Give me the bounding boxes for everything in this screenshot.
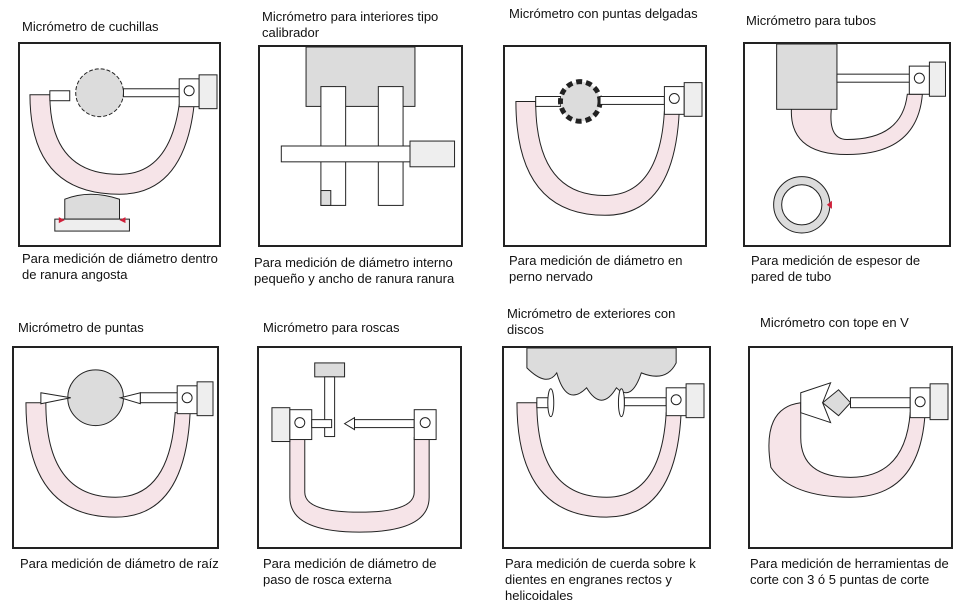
panel-8-drawing: [748, 346, 953, 549]
panel-title: Micrómetro para interiores tipo calibrad…: [262, 9, 439, 40]
thin-point-micrometer-illustration: [515, 79, 703, 216]
point-micrometer-illustration: [25, 369, 214, 518]
panel-2-drawing: [258, 45, 463, 247]
disc-micrometer-illustration: [516, 348, 705, 518]
blade-micrometer-illustration: [29, 68, 218, 232]
panel-caption: Para medición de diámetro interno pequeñ…: [254, 255, 455, 286]
panel-7-drawing: [502, 346, 711, 549]
panel-title: Micrómetro para roscas: [263, 320, 400, 335]
panel-3-drawing: [503, 45, 707, 247]
panel-caption: Para medición de cuerda sobre k dientes …: [505, 556, 696, 603]
panel-caption: Para medición de diámetro dentro de ranu…: [22, 251, 218, 282]
panel-caption: Para medición de diámetro en perno nerva…: [509, 253, 683, 284]
panel-caption: Para medición de diámetro de paso de ros…: [263, 556, 437, 587]
panel-title: Micrómetro para tubos: [746, 13, 877, 28]
panel-6-drawing: [257, 346, 462, 549]
panel-4-drawing: [743, 42, 951, 247]
panel-1-drawing: [18, 42, 221, 247]
v-anvil-micrometer-illustration: [768, 382, 949, 498]
panel-title: Micrómetro con tope en V: [760, 315, 909, 330]
panel-title: Micrómetro con puntas delgadas: [509, 6, 698, 21]
tube-micrometer-illustration: [773, 44, 946, 234]
panel-5-drawing: [12, 346, 219, 549]
thread-micrometer-illustration: [271, 362, 437, 533]
panel-title: Micrómetro de cuchillas: [22, 19, 159, 34]
panel-title: Micrómetro de exteriores con discos: [507, 306, 676, 337]
panel-caption: Para medición de espesor de pared de tub…: [751, 253, 921, 284]
panel-caption: Para medición de herramientas de corte c…: [750, 556, 949, 587]
panel-title: Micrómetro de puntas: [18, 320, 144, 335]
panel-caption: Para medición de diámetro de raíz: [20, 556, 219, 571]
inside-caliper-micrometer-illustration: [280, 47, 456, 206]
